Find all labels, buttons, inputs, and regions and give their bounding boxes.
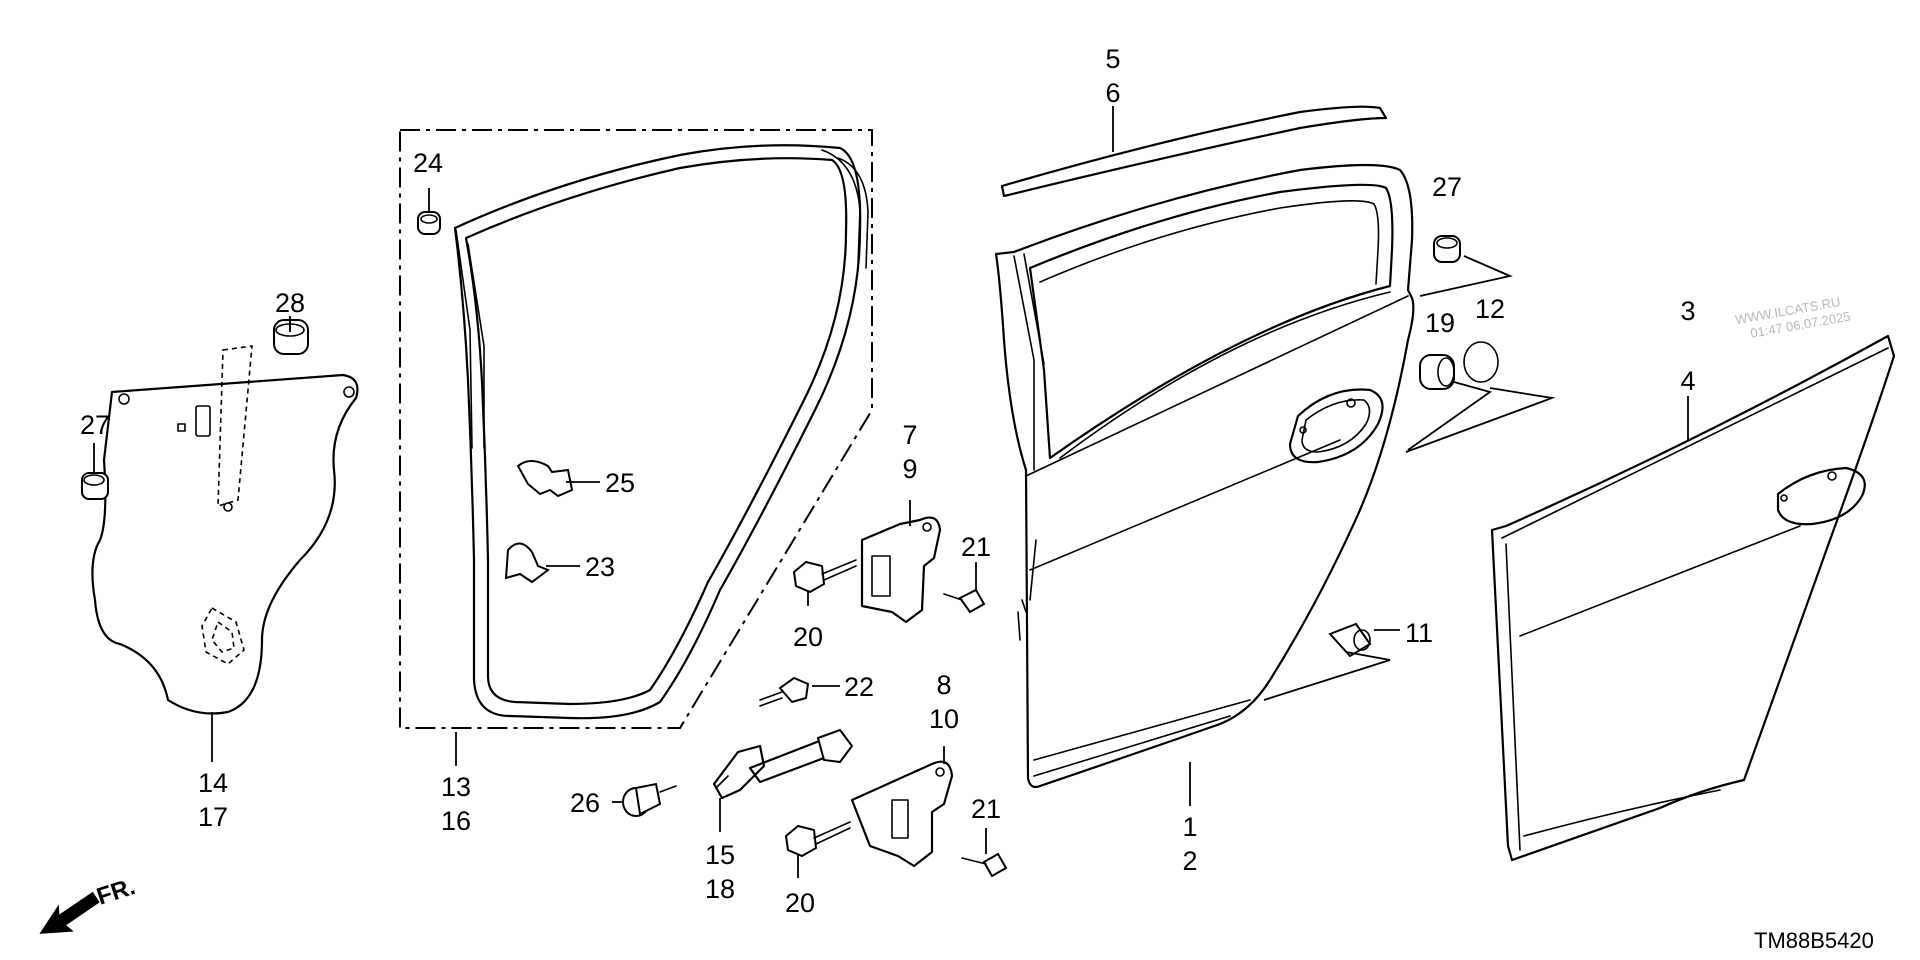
clip-27-right bbox=[1433, 235, 1461, 263]
callout-9: 9 bbox=[902, 454, 917, 484]
front-label: FR. bbox=[94, 873, 139, 911]
leader-lines bbox=[93, 106, 1689, 878]
callout-27-right: 27 bbox=[1432, 172, 1462, 202]
upper-hinge bbox=[860, 516, 942, 624]
rear-door-panel bbox=[994, 163, 1415, 789]
callout-16: 16 bbox=[441, 806, 471, 836]
door-outer-skin bbox=[1490, 334, 1896, 862]
front-arrow-icon bbox=[39, 891, 100, 934]
callout-22: 22 bbox=[844, 672, 874, 702]
callout-25: 25 bbox=[605, 468, 635, 498]
sash-molding bbox=[1000, 105, 1388, 198]
callout-7: 7 bbox=[902, 420, 917, 450]
door-checker bbox=[712, 728, 854, 800]
diagram-code: TM88B5420 bbox=[1754, 928, 1874, 953]
callout-labels: 24 28 27 14 17 13 16 25 23 5 6 1 2 3 4 2… bbox=[80, 44, 1696, 918]
callout-18: 18 bbox=[705, 874, 735, 904]
callout-20-lower: 20 bbox=[785, 888, 815, 918]
front-direction-marker: FR. bbox=[39, 873, 139, 934]
door-liner-sheet bbox=[91, 345, 359, 715]
callout-10: 10 bbox=[929, 704, 959, 734]
callout-23: 23 bbox=[585, 552, 615, 582]
clip-28 bbox=[273, 319, 309, 355]
clip-24 bbox=[417, 211, 441, 235]
bolt-20-lower bbox=[784, 821, 851, 858]
callout-5: 5 bbox=[1105, 44, 1120, 74]
clip-27-left bbox=[81, 472, 109, 500]
callout-17: 17 bbox=[198, 802, 228, 832]
clip-23 bbox=[504, 542, 551, 584]
callout-26: 26 bbox=[570, 788, 600, 818]
callout-20-upper: 20 bbox=[793, 622, 823, 652]
callout-13: 13 bbox=[441, 772, 471, 802]
callout-21-lower: 21 bbox=[971, 794, 1001, 824]
weatherstrip-group bbox=[399, 129, 873, 729]
clip-19 bbox=[1419, 354, 1455, 390]
callout-11: 11 bbox=[1405, 618, 1433, 648]
callout-15: 15 bbox=[705, 840, 735, 870]
callout-27-left: 27 bbox=[80, 410, 110, 440]
callout-2: 2 bbox=[1182, 846, 1197, 876]
bolt-21-lower bbox=[961, 852, 1008, 878]
callout-21-upper: 21 bbox=[961, 532, 991, 562]
callout-8: 8 bbox=[936, 670, 951, 700]
callout-3: 3 bbox=[1680, 296, 1695, 326]
lower-hinge bbox=[850, 760, 954, 868]
callout-12: 12 bbox=[1475, 294, 1505, 324]
bolt-26 bbox=[622, 782, 677, 817]
clip-25 bbox=[516, 460, 574, 498]
callout-19: 19 bbox=[1425, 308, 1455, 338]
callout-1: 1 bbox=[1182, 812, 1197, 842]
plug-12 bbox=[1463, 341, 1499, 383]
bolt-20-upper bbox=[792, 559, 857, 594]
bolt-22 bbox=[759, 676, 810, 707]
callout-28: 28 bbox=[275, 288, 305, 318]
callout-4: 4 bbox=[1680, 366, 1695, 396]
watermark: WWW.ILCATS.RU 01:47 06.07.2025 bbox=[1734, 294, 1852, 341]
bolt-21-upper bbox=[943, 588, 986, 614]
callout-24: 24 bbox=[413, 148, 443, 178]
callout-14: 14 bbox=[198, 768, 228, 798]
callout-6: 6 bbox=[1105, 78, 1120, 108]
clip-11 bbox=[1328, 622, 1372, 658]
